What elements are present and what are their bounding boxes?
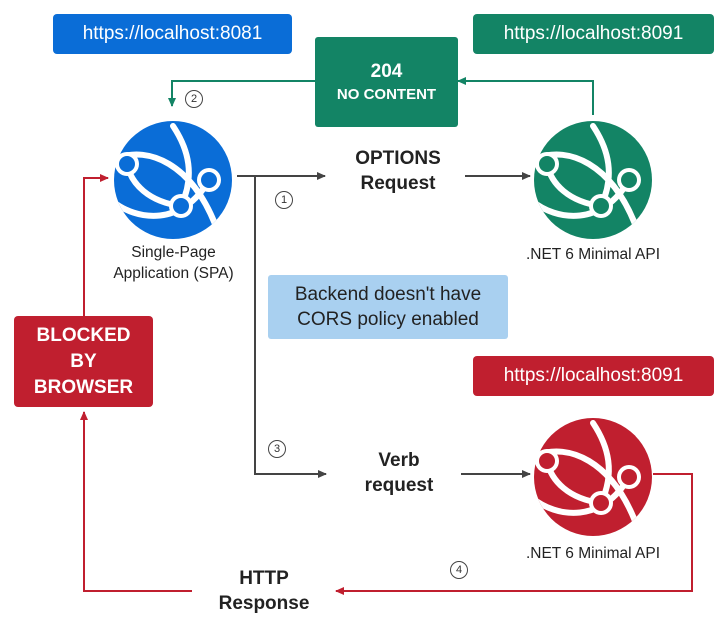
options-line2: Request (360, 173, 436, 194)
verb-request-label: Verb request (334, 448, 464, 498)
arrow-204-to-spa (168, 80, 315, 107)
step-4-marker: 4 (450, 561, 468, 579)
arrow-response-to-blocked (80, 411, 192, 592)
note-line2: CORS policy enabled (297, 309, 479, 330)
verb-line1: Verb (378, 450, 420, 471)
blocked-line2: BY (70, 350, 97, 372)
spa-url-text: https://localhost:8081 (82, 23, 263, 44)
options-request-label: OPTIONS Request (330, 146, 466, 196)
status-204-box: 204 NO CONTENT (315, 37, 458, 127)
api-url-bottom-text: https://localhost:8091 (503, 365, 684, 386)
api-top-label: .NET 6 Minimal API (525, 246, 661, 263)
step-3-marker: 3 (268, 440, 286, 458)
options-line1: OPTIONS (355, 148, 441, 169)
api-bottom-globe-icon (534, 418, 652, 536)
status-text: NO CONTENT (336, 86, 437, 103)
arrow-blocked-to-spa (83, 174, 109, 316)
step-2-marker: 2 (185, 90, 203, 108)
step-1-marker: 1 (275, 191, 293, 209)
api-url-badge-top: https://localhost:8091 (473, 14, 714, 54)
api-bottom-label: .NET 6 Minimal API (525, 545, 661, 562)
verb-line2: request (364, 475, 434, 496)
blocked-line3: BROWSER (33, 376, 134, 398)
status-code: 204 (370, 61, 403, 82)
arrow-api-to-204 (457, 77, 594, 115)
response-line2: Response (218, 593, 310, 614)
api-top-globe-icon (534, 121, 652, 239)
spa-label: Single-Page Application (SPA) (96, 242, 251, 284)
spa-label-line2: Application (SPA) (113, 265, 234, 282)
spa-label-line1: Single-Page (131, 244, 216, 261)
arrow-spa-to-verb (254, 176, 327, 478)
blocked-by-browser-box: BLOCKED BY BROWSER (14, 316, 153, 407)
response-line1: HTTP (239, 568, 289, 589)
api-url-badge-bottom: https://localhost:8091 (473, 356, 714, 396)
cors-note-box: Backend doesn't have CORS policy enabled (268, 275, 508, 339)
arrow-api-to-response (335, 473, 693, 595)
note-line1: Backend doesn't have (294, 284, 482, 305)
http-response-label: HTTP Response (196, 566, 332, 616)
api-url-top-text: https://localhost:8091 (503, 23, 684, 44)
spa-globe-icon (114, 121, 232, 239)
blocked-line1: BLOCKED (36, 324, 131, 346)
spa-url-badge: https://localhost:8081 (53, 14, 292, 54)
